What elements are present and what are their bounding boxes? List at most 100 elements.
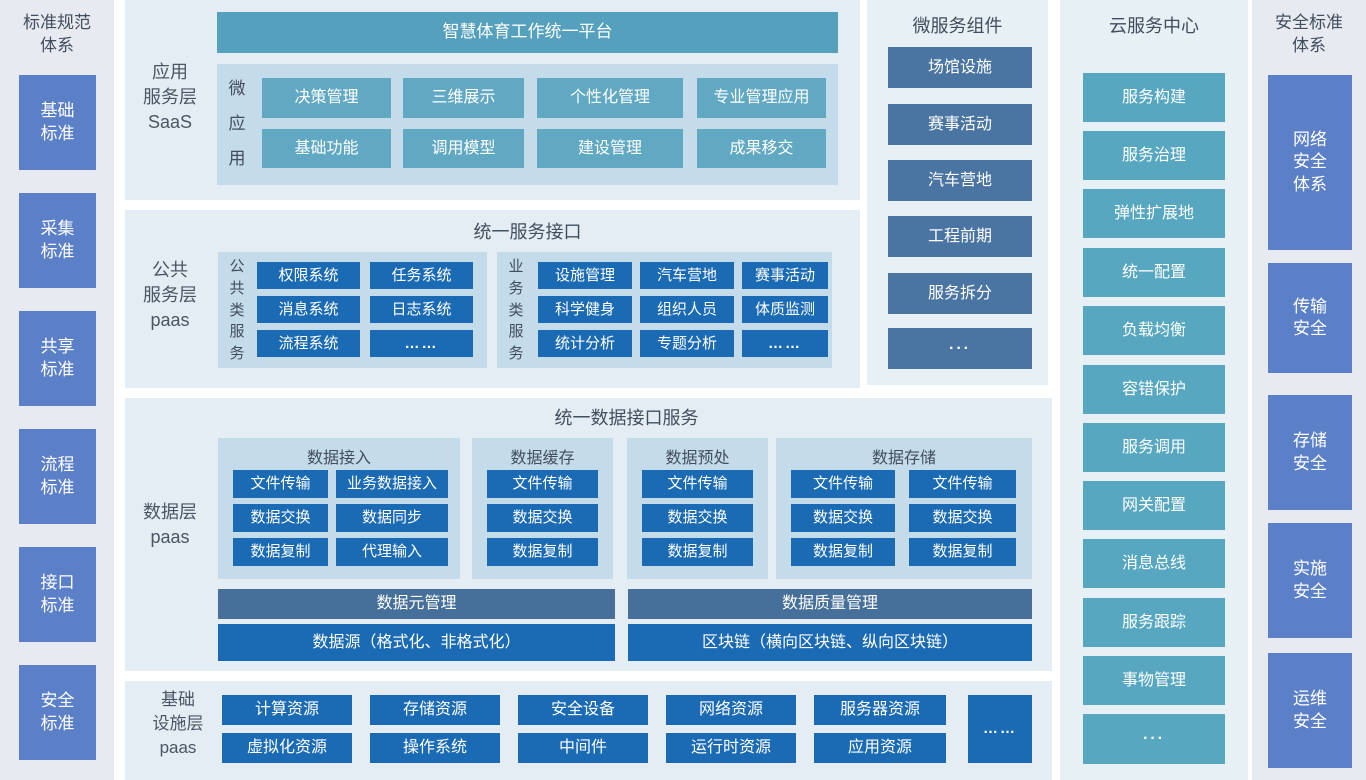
infra-box-server-resources: 服务器资源: [814, 695, 946, 725]
infra-box-virtualization-resources: 虚拟化资源: [222, 733, 352, 763]
app-box-basic-functions: 基础功能: [262, 129, 391, 168]
infra-box-runtime-resources: 运行时资源: [666, 733, 796, 763]
cloud-box-service-governance: 服务治理: [1083, 131, 1225, 180]
cloud-box-elastic-scaling: 弹性扩展地: [1083, 189, 1225, 238]
micro-box-venue-facilities: 场馆设施: [888, 47, 1032, 88]
data-quality-mgmt-bar: 数据质量管理: [628, 589, 1032, 619]
preprocess-box-data-exchange: 数据交换: [642, 504, 753, 532]
preprocess-box-file-transfer: 文件传输: [642, 470, 753, 498]
storage-box-data-exchange-1: 数据交换: [791, 504, 895, 532]
common-box-message-system: 消息系统: [257, 296, 360, 323]
micro-box-event-activities: 赛事活动: [888, 104, 1032, 145]
cloud-box-unified-config: 统一配置: [1083, 248, 1225, 297]
cloud-center-title: 云服务中心: [1109, 16, 1199, 36]
cloud-box-message-bus: 消息总线: [1083, 539, 1225, 588]
standard-box-process: 流程 标准: [19, 429, 96, 524]
infra-box-security-devices: 安全设备: [518, 695, 648, 725]
business-box-statistical-analysis: 统计分析: [538, 330, 632, 357]
access-box-business-data-access: 业务数据接入: [336, 470, 448, 498]
storage-box-data-exchange-2: 数据交换: [909, 504, 1016, 532]
unified-data-interface-header: 统一数据接口服务: [554, 408, 699, 428]
cache-box-data-replication: 数据复制: [487, 538, 598, 566]
infra-box-ellipsis: ……: [968, 695, 1032, 763]
cloud-box-ellipsis: ···: [1083, 714, 1225, 764]
cloud-box-fault-tolerance: 容错保护: [1083, 365, 1225, 414]
common-box-log-system: 日志系统: [370, 296, 473, 323]
infra-box-compute-resources: 计算资源: [222, 695, 352, 725]
preprocess-box-data-replication: 数据复制: [642, 538, 753, 566]
infra-box-application-resources: 应用资源: [814, 733, 946, 763]
standard-box-collection: 采集 标准: [19, 193, 96, 288]
business-box-fitness-monitoring: 体质监测: [742, 296, 828, 323]
cloud-box-transaction-mgmt: 事物管理: [1083, 656, 1225, 705]
cloud-box-gateway-config: 网关配置: [1083, 481, 1225, 530]
standard-box-sharing: 共享 标准: [19, 311, 96, 406]
app-box-professional-mgmt: 专业管理应用: [697, 78, 826, 118]
platform-banner: 智慧体育工作统一平台: [217, 12, 838, 53]
common-box-ellipsis: ……: [370, 330, 473, 357]
standards-column-title: 标准规范 体系: [23, 13, 91, 55]
security-standards-column: 安全标准 体系 网络 安全 体系 传输 安全 存储 安全 实施 安全 运维 安全: [1252, 0, 1366, 780]
business-box-scientific-fitness: 科学健身: [538, 296, 632, 323]
business-services-label: 业 务 类 服 务: [508, 258, 524, 362]
business-box-thematic-analysis: 专题分析: [640, 330, 734, 357]
cloud-box-service-tracking: 服务跟踪: [1083, 598, 1225, 647]
infra-box-storage-resources: 存储资源: [370, 695, 500, 725]
business-box-event-activities: 赛事活动: [742, 262, 828, 289]
micro-box-ellipsis: ···: [888, 328, 1032, 369]
access-box-data-replication: 数据复制: [233, 538, 328, 566]
data-cache-title: 数据缓存: [510, 450, 575, 467]
business-box-facility-mgmt: 设施管理: [538, 262, 632, 289]
micro-box-project-early-stage: 工程前期: [888, 216, 1032, 257]
app-box-personalized-mgmt: 个性化管理: [537, 78, 683, 118]
blockchain-bar: 区块链（横向区块链、纵向区块链）: [628, 624, 1032, 661]
standard-box-security: 安全 标准: [19, 665, 96, 760]
security-box-network-security: 网络 安全 体系: [1268, 75, 1352, 250]
storage-box-file-transfer-2: 文件传输: [909, 470, 1016, 498]
business-box-org-personnel: 组织人员: [640, 296, 734, 323]
app-box-construction-mgmt: 建设管理: [537, 129, 683, 168]
cloud-box-load-balancing: 负载均衡: [1083, 306, 1225, 355]
storage-box-file-transfer-1: 文件传输: [791, 470, 895, 498]
security-box-transmission-security: 传输 安全: [1268, 263, 1352, 373]
app-box-decision-mgmt: 决策管理: [262, 78, 391, 118]
security-box-implementation-security: 实施 安全: [1268, 523, 1352, 638]
security-box-operations-security: 运维 安全: [1268, 653, 1352, 768]
infra-box-middleware: 中间件: [518, 733, 648, 763]
infra-box-operating-system: 操作系统: [370, 733, 500, 763]
unified-service-interface-header: 统一服务接口: [473, 222, 582, 242]
micro-box-car-camping: 汽车营地: [888, 160, 1032, 201]
cache-box-file-transfer: 文件传输: [487, 470, 598, 498]
public-service-layer-label: 公共 服务层 paas: [143, 260, 197, 331]
app-box-deliverable-handover: 成果移交: [697, 129, 826, 168]
security-standards-title: 安全标准 体系: [1275, 13, 1343, 55]
app-box-3d-display: 三维展示: [403, 78, 524, 118]
data-storage-title: 数据存储: [871, 450, 936, 467]
access-box-data-exchange: 数据交换: [233, 504, 328, 532]
cache-box-data-exchange: 数据交换: [487, 504, 598, 532]
common-box-workflow-system: 流程系统: [257, 330, 360, 357]
microservices-title: 微服务组件: [912, 16, 1003, 36]
micro-box-service-splitting: 服务拆分: [888, 273, 1032, 314]
data-source-bar: 数据源（格式化、非格式化）: [218, 624, 615, 661]
standard-box-basic: 基础 标准: [19, 75, 96, 170]
common-box-task-system: 任务系统: [370, 262, 473, 289]
infra-box-network-resources: 网络资源: [666, 695, 796, 725]
business-box-car-camping: 汽车营地: [640, 262, 734, 289]
data-layer-label: 数据层 paas: [143, 502, 197, 548]
cloud-box-service-build: 服务构建: [1083, 73, 1225, 122]
standards-column: 标准规范 体系 基础 标准 采集 标准 共享 标准 流程 标准 接口 标准 安全…: [0, 0, 114, 780]
standard-box-interface: 接口 标准: [19, 547, 96, 642]
common-box-permission-system: 权限系统: [257, 262, 360, 289]
infra-layer-label: 基础 设施层 paas: [152, 690, 204, 757]
storage-box-data-replication-2: 数据复制: [909, 538, 1016, 566]
app-service-layer-label: 应用 服务层 SaaS: [143, 62, 197, 133]
access-box-data-sync: 数据同步: [336, 504, 448, 532]
access-box-file-transfer: 文件传输: [233, 470, 328, 498]
data-preprocess-title: 数据预处: [665, 450, 730, 467]
common-services-label: 公 共 类 服 务: [229, 258, 245, 362]
cloud-box-service-invocation: 服务调用: [1083, 423, 1225, 472]
storage-box-data-replication-1: 数据复制: [791, 538, 895, 566]
metadata-mgmt-bar: 数据元管理: [218, 589, 615, 619]
app-box-model-invocation: 调用模型: [403, 129, 524, 168]
